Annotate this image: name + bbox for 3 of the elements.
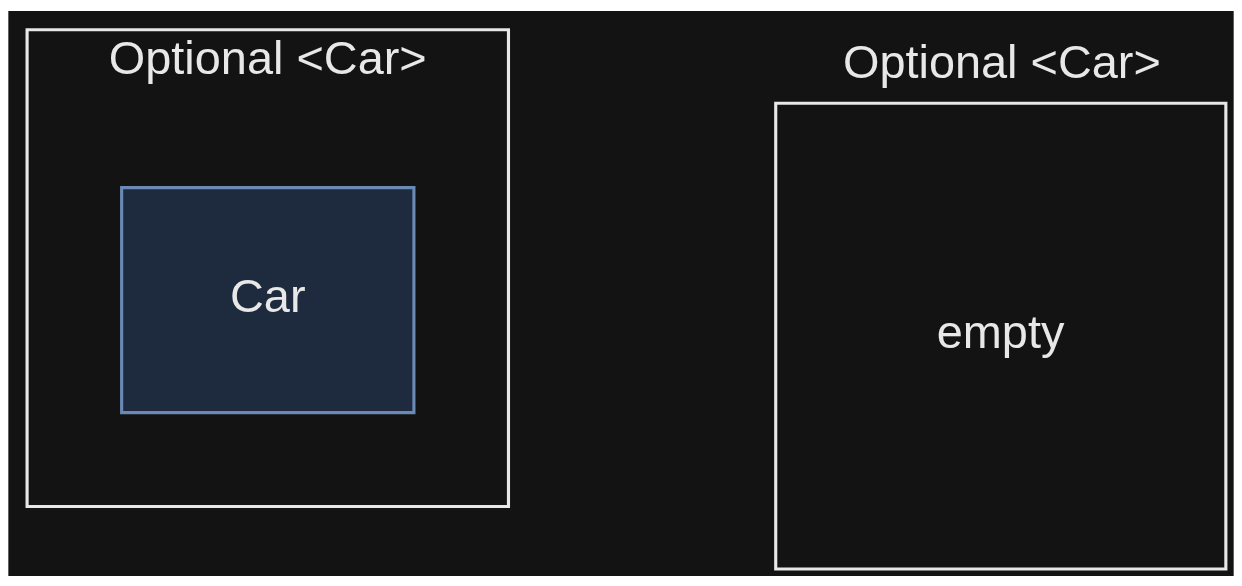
node-label: Optional <Car> <box>842 35 1161 88</box>
node-box: empty <box>774 101 1228 571</box>
node-box: Car <box>120 185 416 414</box>
